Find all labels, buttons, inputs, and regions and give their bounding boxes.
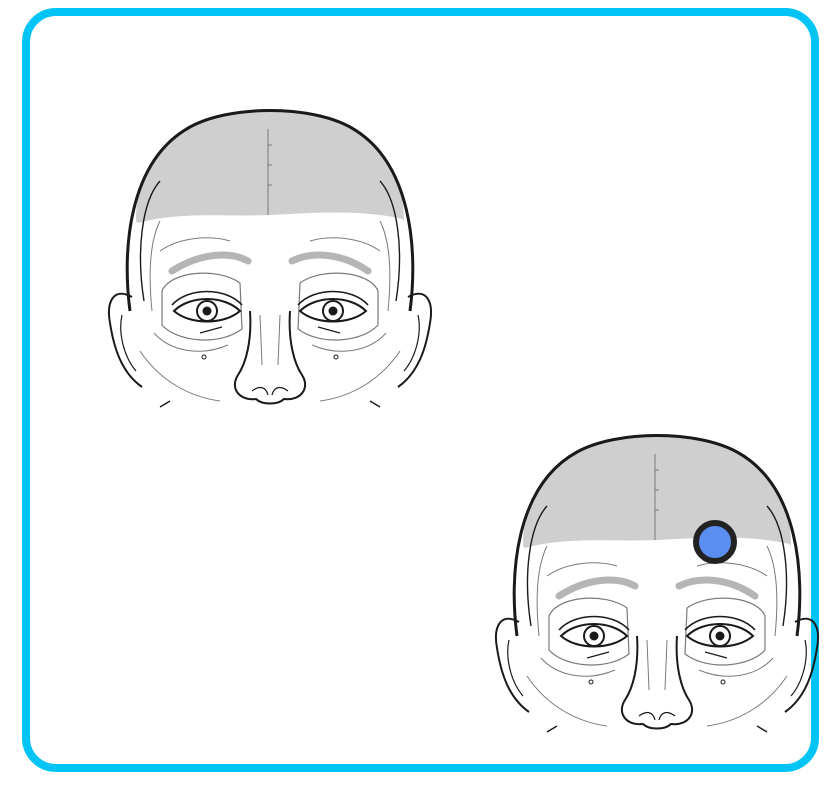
nose bbox=[235, 311, 305, 404]
scalp-shading bbox=[523, 434, 791, 548]
right-brow bbox=[679, 580, 755, 596]
head-diagram-marked bbox=[487, 426, 835, 736]
left-brow bbox=[559, 580, 635, 596]
left-ear bbox=[109, 294, 142, 387]
nose bbox=[622, 636, 692, 729]
head-diagram-plain bbox=[100, 101, 450, 411]
right-brow bbox=[292, 255, 368, 271]
right-ear bbox=[398, 294, 431, 387]
left-ear bbox=[496, 619, 529, 712]
scalp-shading bbox=[136, 109, 404, 223]
left-brow bbox=[172, 255, 248, 271]
location-marker bbox=[696, 523, 734, 561]
right-ear bbox=[785, 619, 818, 712]
panel-frame bbox=[22, 8, 819, 772]
